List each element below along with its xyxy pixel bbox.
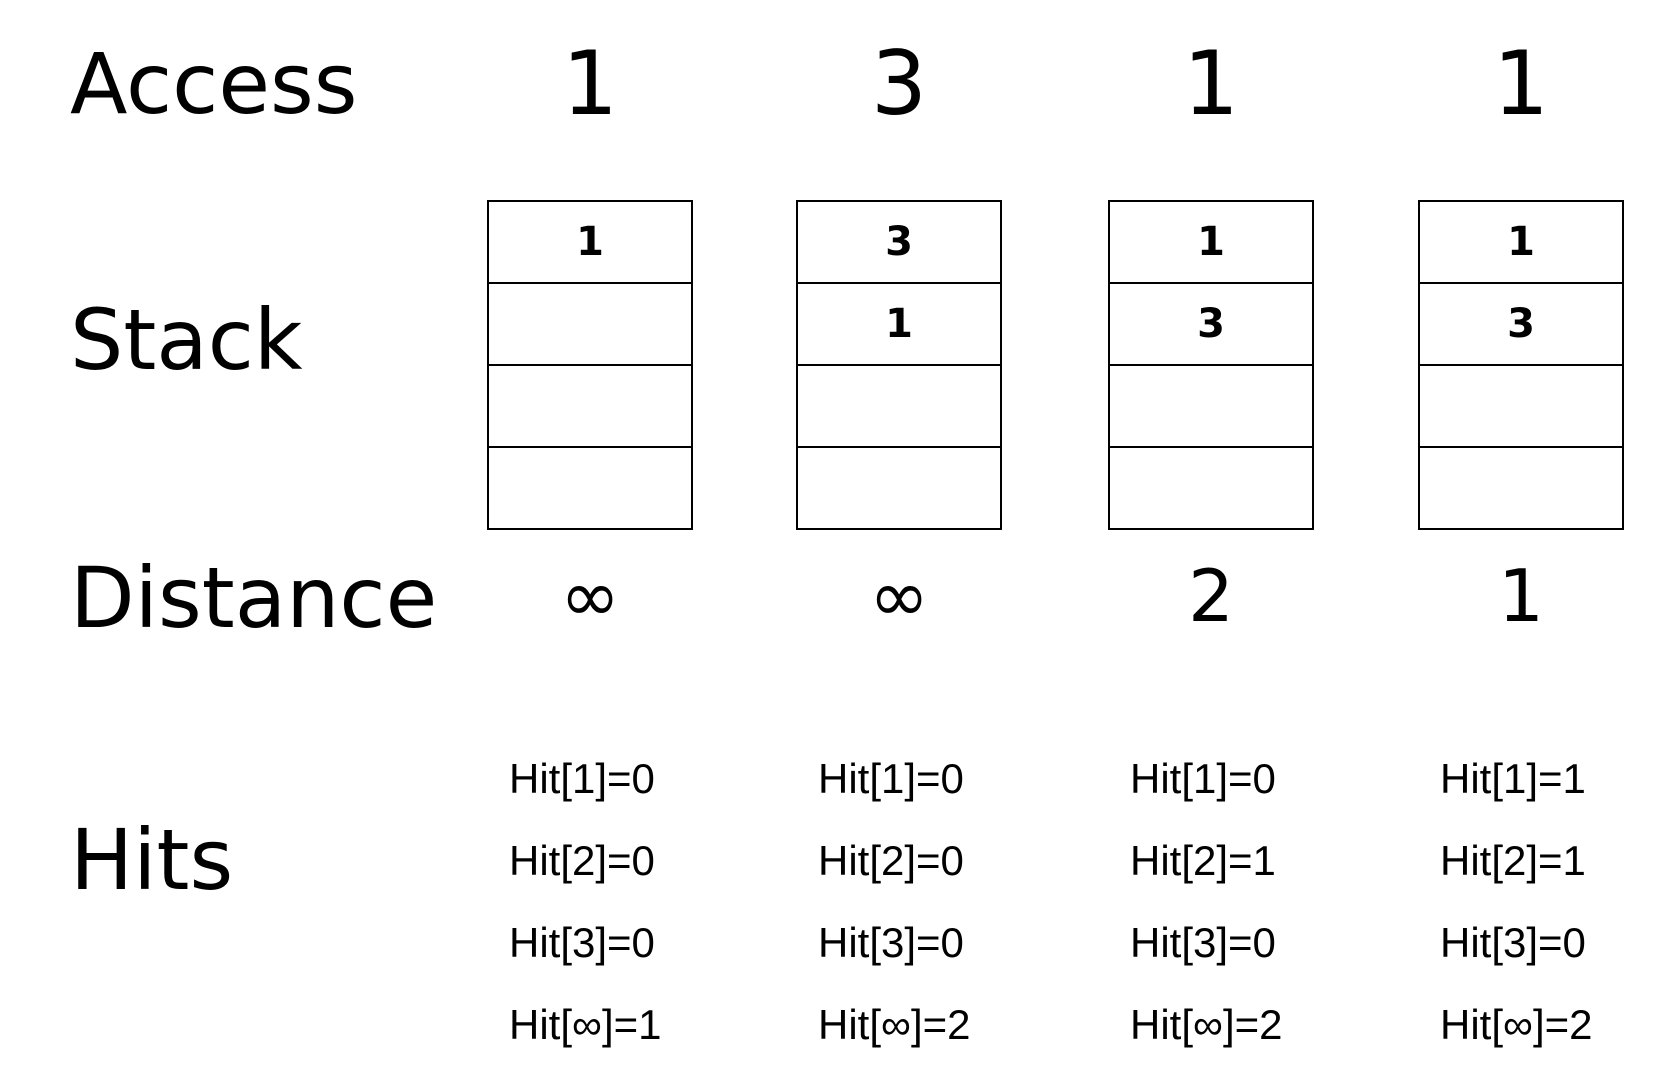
lru-stack: 3 1 (796, 200, 1002, 530)
distance-value: ∞ (560, 554, 620, 638)
stack-slot: 3 (798, 202, 1000, 284)
stack-slot: 1 (489, 202, 691, 284)
step-column: 1 1 3 1 Hit[1]=1 Hit[2]=1 Hit[3]=0 Hit[∞… (1418, 0, 1624, 1056)
distance-row-label: Distance (70, 549, 438, 647)
hit-count: Hit[∞]=2 (818, 1001, 971, 1048)
step-column: 3 3 1 ∞ Hit[1]=0 Hit[2]=0 Hit[3]=0 Hit[∞… (796, 0, 1002, 1056)
hit-count: Hit[3]=0 (1440, 919, 1586, 966)
stack-slot: 1 (1110, 202, 1312, 284)
hit-count: Hit[1]=0 (1130, 755, 1276, 802)
lru-stack: 1 (487, 200, 693, 530)
hit-count: Hit[2]=0 (509, 837, 655, 884)
hit-counts: Hit[1]=0 Hit[2]=0 Hit[3]=0 Hit[∞]=2 (818, 738, 1018, 1066)
access-value: 1 (562, 32, 618, 135)
access-row-label: Access (70, 35, 358, 133)
step-column: 1 1 3 2 Hit[1]=0 Hit[2]=1 Hit[3]=0 Hit[∞… (1108, 0, 1314, 1056)
access-value: 1 (1183, 32, 1239, 135)
stack-slot (798, 448, 1000, 528)
hit-count: Hit[3]=0 (1130, 919, 1276, 966)
hit-count: Hit[2]=1 (1130, 837, 1276, 884)
stack-slot: 3 (1110, 284, 1312, 366)
hit-counts: Hit[1]=0 Hit[2]=0 Hit[3]=0 Hit[∞]=1 (509, 738, 709, 1066)
hit-count: Hit[1]=1 (1440, 755, 1586, 802)
lru-stack: 1 3 (1418, 200, 1624, 530)
hit-counts: Hit[1]=0 Hit[2]=1 Hit[3]=0 Hit[∞]=2 (1130, 738, 1330, 1066)
hit-counts: Hit[1]=1 Hit[2]=1 Hit[3]=0 Hit[∞]=2 (1440, 738, 1640, 1066)
stack-slot: 1 (798, 284, 1000, 366)
hit-count: Hit[∞]=2 (1440, 1001, 1593, 1048)
stack-slot (489, 448, 691, 528)
stack-row-label: Stack (70, 291, 303, 389)
hit-count: Hit[2]=0 (818, 837, 964, 884)
access-value: 1 (1493, 32, 1549, 135)
stack-slot (1420, 366, 1622, 448)
stack-slot: 3 (1420, 284, 1622, 366)
hit-count: Hit[∞]=2 (1130, 1001, 1283, 1048)
hit-count: Hit[1]=0 (818, 755, 964, 802)
stack-slot (1110, 366, 1312, 448)
distance-value: ∞ (869, 554, 929, 638)
stack-slot (798, 366, 1000, 448)
stack-slot (1110, 448, 1312, 528)
hit-count: Hit[∞]=1 (509, 1001, 662, 1048)
stack-slot (489, 284, 691, 366)
hit-count: Hit[3]=0 (509, 919, 655, 966)
hit-count: Hit[1]=0 (509, 755, 655, 802)
stack-slot: 1 (1420, 202, 1622, 284)
stack-slot (489, 366, 691, 448)
hit-count: Hit[3]=0 (818, 919, 964, 966)
hits-row-label: Hits (70, 811, 234, 909)
stack-slot (1420, 448, 1622, 528)
distance-value: 1 (1498, 554, 1544, 638)
lru-stack: 1 3 (1108, 200, 1314, 530)
step-column: 1 1 ∞ Hit[1]=0 Hit[2]=0 Hit[3]=0 Hit[∞]=… (487, 0, 693, 1056)
hit-count: Hit[2]=1 (1440, 837, 1586, 884)
access-value: 3 (871, 32, 927, 135)
distance-value: 2 (1188, 554, 1234, 638)
